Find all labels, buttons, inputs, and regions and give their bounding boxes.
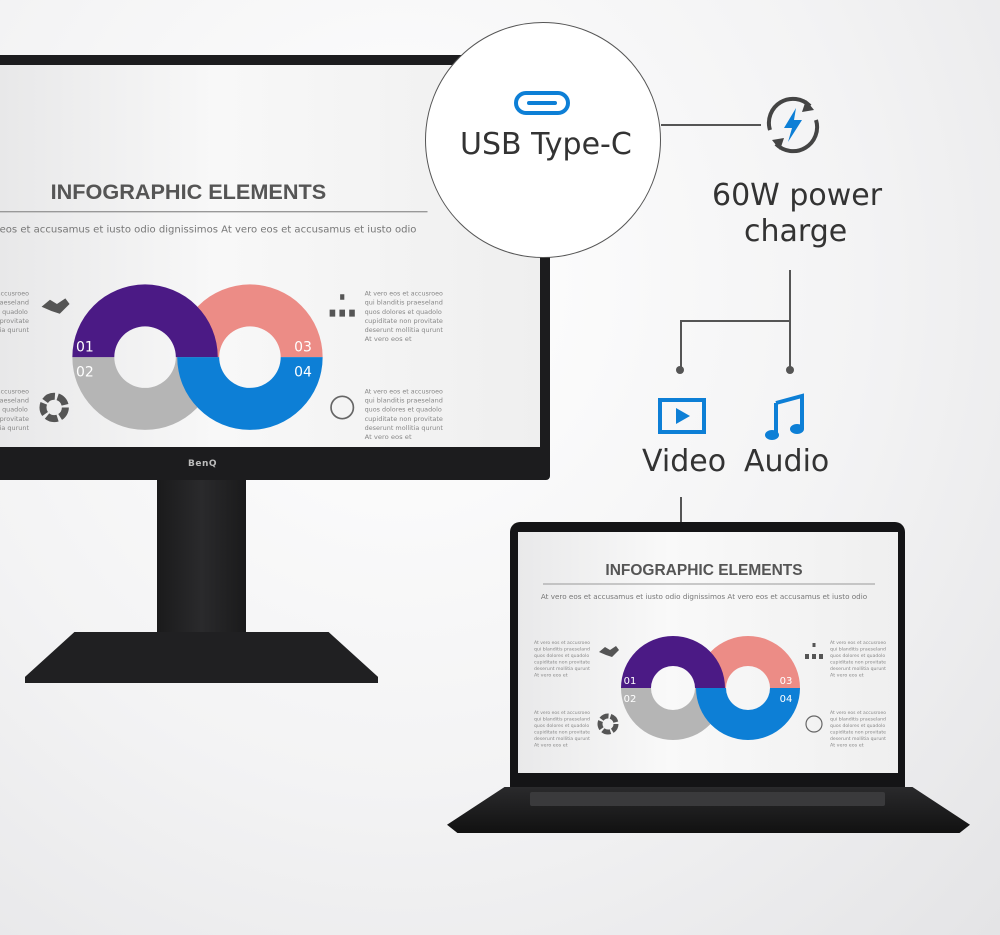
pie-chart-icon [597,713,619,735]
body-text-line: cupiditate non provitate [830,660,886,666]
segment-label-01: 01 [624,676,637,687]
body-text-line: At vero eos et accusroeo [0,290,29,298]
body-text-line: quos dolores et quadolo [0,308,28,316]
body-text-line: qui blanditis praeseland [365,397,443,405]
infographic-large: INFOGRAPHIC ELEMENTS At vero eos et accus… [0,179,444,441]
body-text-line: deserunt mollitia qurunt [365,424,444,432]
body-text-line: At vero eos et [830,673,864,679]
monitor-stand-neck [157,480,246,640]
segment-01 [621,636,725,688]
infographic-subtitle: At vero eos et accusamus et iusto odio d… [541,592,867,601]
body-text-line: At vero eos et accusroeo [830,710,886,716]
segment-04 [696,688,800,740]
body-text-line: cupiditate non provitate [534,660,590,666]
segment-label-04: 04 [780,694,793,705]
power-label-line2: charge [744,214,848,249]
usb-c-icon [514,91,570,115]
globe-icon [805,715,823,733]
body-text-line: cupiditate non provitate [365,317,443,325]
segment-label-02: 02 [76,365,94,381]
body-text-line: At vero eos et accusroeo [365,387,443,395]
body-text-line: cupiditate non provitate [0,415,29,423]
usb-type-c-callout [425,22,661,258]
connector-line [680,497,682,542]
body-text-line: deserunt mollitia qurunt [830,666,886,672]
body-text-line: qui blanditis praeseland [0,299,29,307]
connector-dot [786,366,794,374]
body-text-line: At vero eos et accusroeo [534,710,590,716]
laptop-keyboard [530,792,885,806]
body-text-line: qui blanditis praeseland [534,717,590,723]
connector-line [661,124,761,126]
segment-label-03: 03 [294,340,312,356]
body-text-line: At vero eos et accusroeo [0,387,29,395]
globe-icon [330,395,355,420]
body-text-line: deserunt mollitia qurunt [0,424,29,432]
body-text-line: qui blanditis praeseland [534,647,590,653]
body-text-line: deserunt mollitia qurunt [534,736,590,742]
org-chart-icon [329,294,355,317]
segment-label-04: 04 [294,365,312,381]
segment-label-02: 02 [624,694,637,705]
body-text-line: At vero eos et [534,673,568,679]
body-text-line: quos dolores et quadolo [0,406,28,414]
body-text-line: cupiditate non provitate [830,730,886,736]
body-text-line: qui blanditis praeseland [365,299,443,307]
connector-dot [676,366,684,374]
org-chart-icon [805,643,823,659]
laptop-screen: INFOGRAPHIC ELEMENTS At vero eos et accus… [518,532,898,773]
body-text-line: cupiditate non provitate [534,730,590,736]
body-text-line: quos dolores et quadolo [830,723,885,729]
body-text-line: deserunt mollitia qurunt [0,326,29,334]
body-text-line: qui blanditis praeseland [830,717,886,723]
monitor-stand-base [25,632,378,683]
body-text-line: quos dolores et quadolo [534,653,589,659]
music-note-icon [765,393,804,440]
body-text-line: deserunt mollitia qurunt [365,326,444,334]
video-play-icon [658,398,706,434]
video-label: Video [642,444,727,479]
body-text-line: At vero eos et accusroeo [365,290,443,298]
body-text-line: qui blanditis praeseland [0,397,29,405]
usb-type-c-label: USB Type-C [460,127,632,162]
segment-04 [177,357,323,430]
connector-line [680,320,682,370]
infographic-title: INFOGRAPHIC ELEMENTS [605,562,802,579]
charging-icon [766,96,820,154]
monitor-brand-logo: BenQ [188,459,218,469]
body-text-line: quos dolores et quadolo [365,406,442,414]
body-text-line: quos dolores et quadolo [365,308,442,316]
body-text-line: At vero eos et [830,743,864,749]
pie-chart-icon [39,392,69,423]
body-text-line: At vero eos et accusroeo [830,640,886,646]
body-text-line: deserunt mollitia qurunt [534,666,590,672]
infographic-title: INFOGRAPHIC ELEMENTS [51,179,327,204]
body-text-line: cupiditate non provitate [0,317,29,325]
body-text-line: quos dolores et quadolo [830,653,885,659]
segment-label-01: 01 [76,340,94,356]
body-text-line: cupiditate non provitate [365,415,443,423]
infographic-small: INFOGRAPHIC ELEMENTS At vero eos et accus… [534,562,886,749]
segment-01 [72,284,218,358]
segment-label-03: 03 [780,676,793,687]
body-text-line: deserunt mollitia qurunt [830,736,886,742]
infographic-subtitle: At vero eos et accusamus et iusto odio d… [0,225,416,236]
body-text-line: At vero eos et [365,433,412,441]
body-text-line: quos dolores et quadolo [534,723,589,729]
body-text-line: At vero eos et [534,743,568,749]
handshake-icon [41,298,70,314]
handshake-icon [599,646,619,657]
body-text-line: At vero eos et accusroeo [534,640,590,646]
connector-line [680,320,790,322]
connector-line [789,270,791,370]
audio-label: Audio [744,444,830,479]
body-text-line: qui blanditis praeseland [830,647,886,653]
body-text-line: At vero eos et [365,335,412,343]
power-label-line1: 60W power [712,178,883,213]
